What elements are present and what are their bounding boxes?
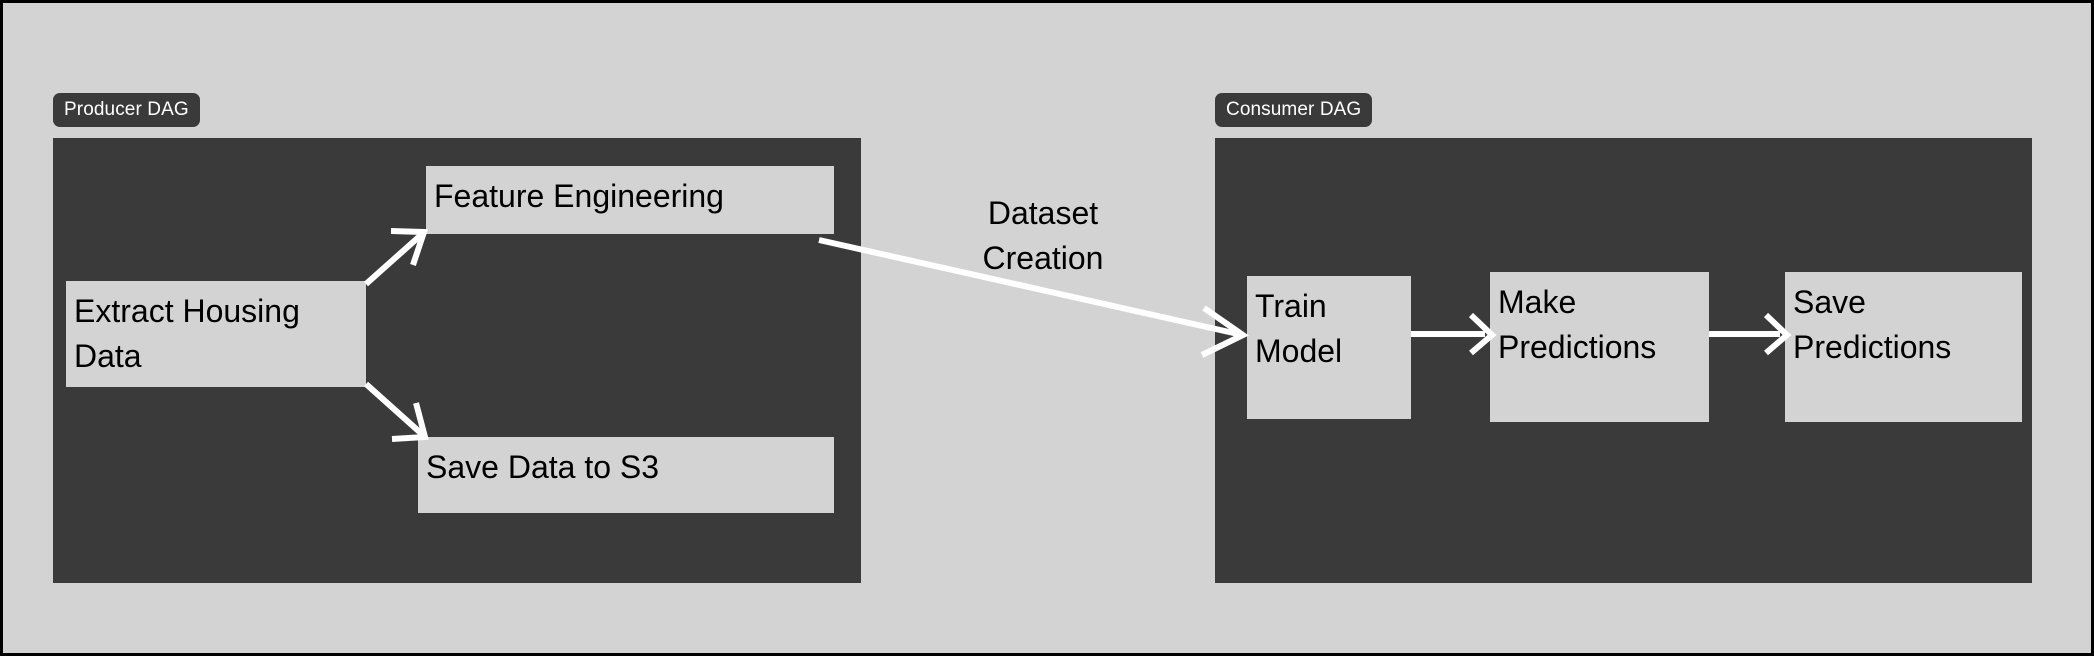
task-box-save-predictions[interactable]: Save Predictions (1785, 272, 2022, 422)
producer-dag-badge: Producer DAG (53, 93, 200, 127)
dataset-creation-label: Dataset Creation (982, 195, 1104, 276)
task-box-train-model[interactable]: Train Model (1247, 276, 1411, 419)
task-box-save-data-to-s3[interactable]: Save Data to S3 (418, 437, 834, 513)
task-box-make-predictions[interactable]: Make Predictions (1490, 272, 1709, 422)
consumer-dag-badge: Consumer DAG (1215, 93, 1373, 127)
task-box-extract-housing-data[interactable]: Extract Housing Data (66, 281, 366, 387)
task-box-feature-engineering[interactable]: Feature Engineering (426, 166, 834, 234)
